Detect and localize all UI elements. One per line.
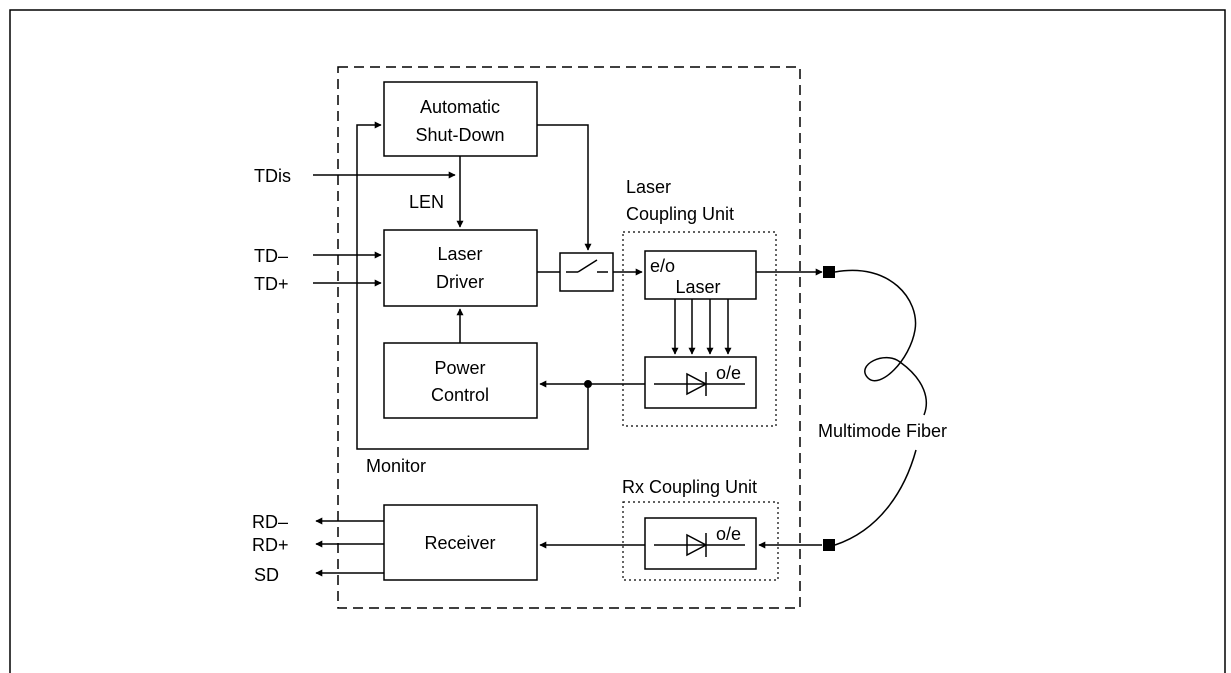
laser-coupling-label-1: Laser <box>626 177 671 197</box>
laser-label: Laser <box>675 277 720 297</box>
tdis-label: TDis <box>254 166 291 186</box>
rx-coupling-unit <box>622 501 779 581</box>
laser-switch <box>559 252 614 292</box>
rd-minus-label: RD– <box>252 512 288 532</box>
photodiode-oe-label: o/e <box>716 363 741 383</box>
td-minus-label: TD– <box>254 246 288 266</box>
laser-eo-label: e/o <box>650 256 675 276</box>
sd-label: SD <box>254 565 279 585</box>
laser-eo-block: e/o Laser <box>644 250 757 300</box>
laser-driver-block: Laser Driver <box>383 229 538 307</box>
laser-to-photodiode-arrows <box>671 299 732 355</box>
module-outline <box>337 66 801 609</box>
fiber-connector-rx <box>823 539 835 551</box>
page-border <box>9 9 1226 673</box>
automatic-shutdown-label-2: Shut-Down <box>415 125 504 145</box>
laser-coupling-unit <box>622 231 777 427</box>
receiver-label: Receiver <box>424 533 495 553</box>
multimode-fiber-label: Multimode Fiber <box>818 421 947 441</box>
rx-coupling-label: Rx Coupling Unit <box>622 477 757 497</box>
junction-dot <box>584 380 592 388</box>
monitor-label: Monitor <box>366 456 426 476</box>
laser-driver-label-1: Laser <box>437 244 482 264</box>
laser-coupling-label-2: Coupling Unit <box>626 204 734 224</box>
td-plus-label: TD+ <box>254 274 289 294</box>
rx-photodiode-oe-label: o/e <box>716 524 741 544</box>
connection-lines <box>313 121 823 577</box>
multimode-fiber <box>834 269 928 546</box>
power-control-label-2: Control <box>431 385 489 405</box>
fiber-connector-tx <box>823 266 835 278</box>
len-label: LEN <box>409 192 444 212</box>
automatic-shutdown-block: Automatic Shut-Down <box>383 81 538 157</box>
rd-plus-label: RD+ <box>252 535 289 555</box>
laser-driver-label-2: Driver <box>436 272 484 292</box>
automatic-shutdown-label-1: Automatic <box>420 97 500 117</box>
monitor-photodiode-block: o/e <box>644 356 757 409</box>
power-control-label-1: Power <box>434 358 485 378</box>
receiver-block: Receiver <box>383 504 538 581</box>
power-control-block: Power Control <box>383 342 538 419</box>
rx-photodiode-block: o/e <box>644 517 757 570</box>
